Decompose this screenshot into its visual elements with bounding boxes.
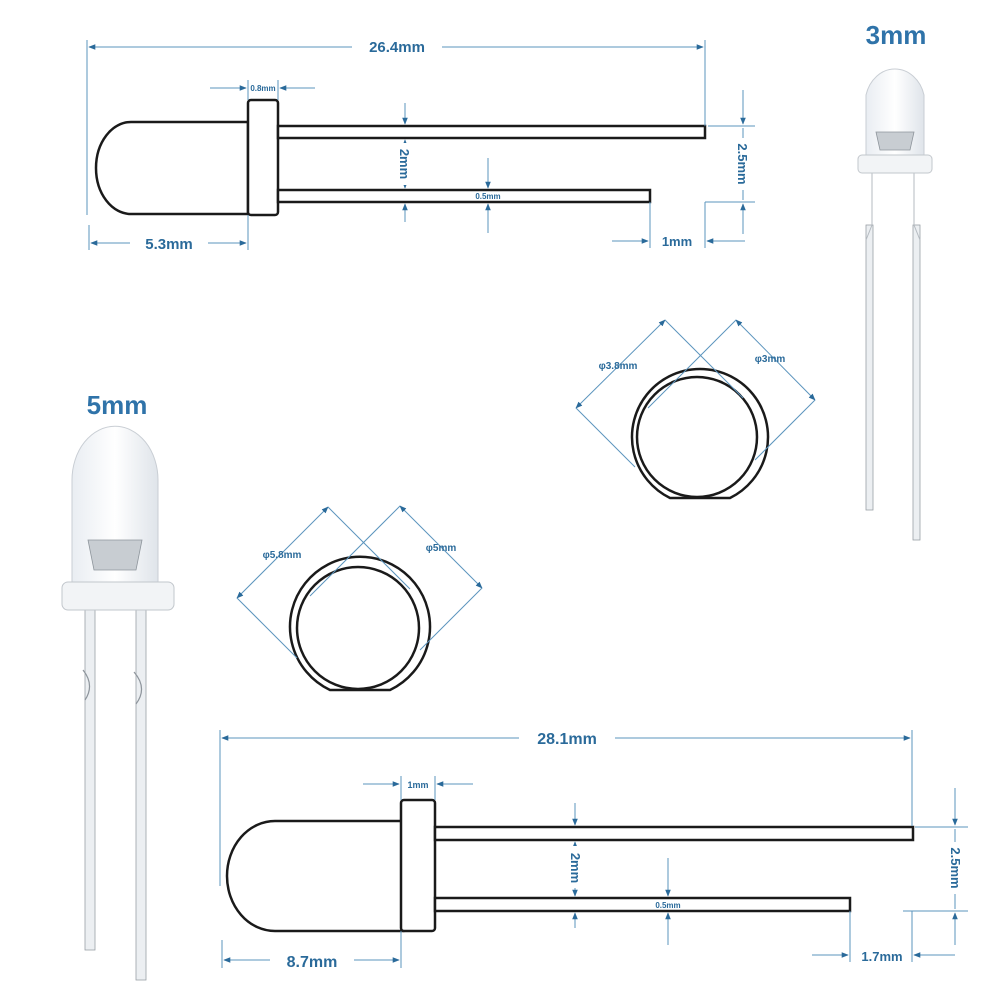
led5-body-outline (225, 819, 405, 933)
led5-flange-dia-label: φ5.8mm (263, 550, 302, 561)
led3-top-view: φ3.8mm φ3mm (575, 319, 816, 500)
led5-photo (61, 425, 175, 981)
led3-body-length-label: 5.3mm (145, 236, 193, 253)
led5-long-lead (433, 825, 915, 842)
led5-body-dia-label: φ5mm (426, 543, 457, 554)
led5-top-inner-circle (295, 565, 421, 691)
led3-flange (246, 98, 280, 217)
led3-body-outline (94, 120, 250, 216)
led5-top-view: φ5.8mm φ5mm (236, 505, 483, 692)
led3-flange-dia-label: φ3.8mm (599, 361, 638, 372)
led5-lead-thickness-label: 0.5mm (655, 901, 680, 910)
led5-lead-diff-label: 1.7mm (861, 949, 902, 964)
led5-flange-width-label: 1mm (407, 780, 428, 790)
led5-side-view: 28.1mm 1mm 2mm 0.5mm 2.5mm 8.7mm (219, 727, 968, 971)
led5-lead-spacing-label: 2mm (568, 853, 583, 883)
led5-lead-offset-label: 2.5mm (948, 847, 963, 888)
led3-top-inner-circle (635, 375, 759, 499)
led5-body-length-label: 8.7mm (287, 954, 338, 971)
led3-lead-thickness-label: 0.5mm (475, 192, 500, 201)
led3-total-length-label: 26.4mm (369, 39, 425, 56)
heading-3mm: 3mm (866, 20, 927, 50)
heading-5mm: 5mm (87, 390, 148, 420)
led5-total-length-label: 28.1mm (537, 731, 597, 748)
led5-flange (399, 798, 437, 933)
led3-lead-diff-label: 1mm (662, 234, 692, 249)
led3-long-lead (276, 124, 707, 140)
led3-lead-offset-label: 2.5mm (735, 143, 750, 184)
led5-short-lead (433, 896, 852, 913)
led3-lead-spacing-label: 2mm (397, 149, 412, 179)
led3-body-dia-label: φ3mm (755, 354, 786, 365)
led3-flange-width-label: 0.8mm (250, 84, 275, 93)
led3-side-view: 26.4mm 0.8mm 2mm 0.5mm 2.5mm 5.3mm (86, 35, 755, 253)
led3-photo (857, 68, 933, 541)
led3-short-lead (276, 188, 652, 204)
